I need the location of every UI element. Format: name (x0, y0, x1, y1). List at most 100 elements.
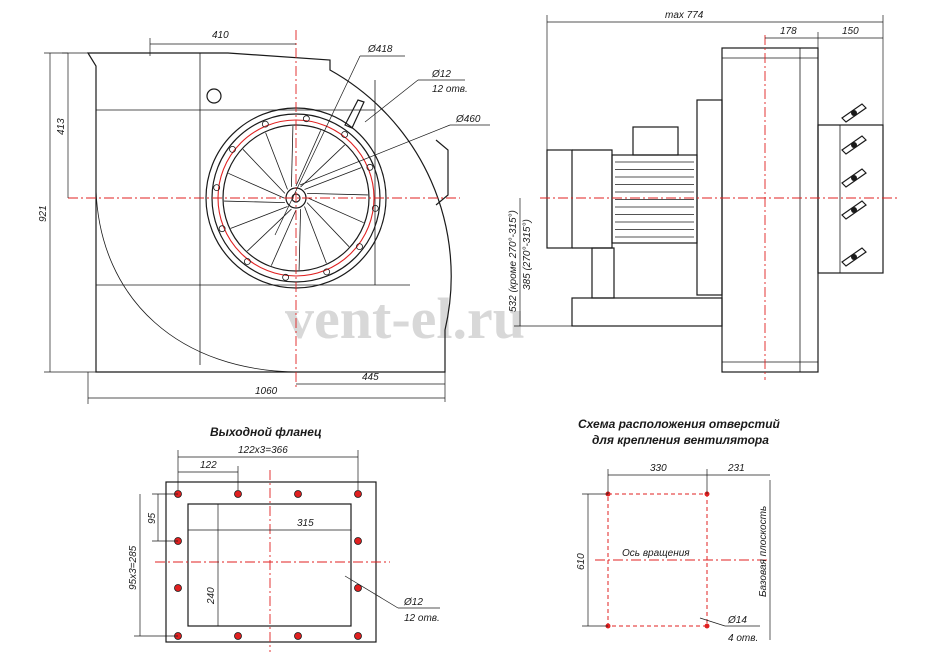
impeller-blade (230, 206, 288, 229)
flange-hole (234, 490, 242, 498)
damper-blade (841, 168, 867, 188)
damper-pivot (851, 207, 857, 213)
dia-12-label: Ø12 (431, 69, 451, 80)
damper-pivot (851, 142, 857, 148)
impeller-blade (307, 193, 368, 196)
dim-385-label: 385 (270°-315°) (522, 219, 533, 290)
dim-95-label: 95 (147, 512, 158, 524)
impeller-blade (265, 132, 288, 190)
watermark: vent-el.ru (285, 286, 525, 351)
inlet-bolt (366, 163, 374, 171)
fan-housing-outline (86, 52, 452, 373)
dim-413-label: 413 (56, 118, 67, 135)
flange-hole (354, 632, 362, 640)
inlet-bolt (229, 145, 236, 153)
dim-95x3-label: 95x3=285 (128, 545, 139, 590)
impeller-blade (307, 197, 364, 224)
damper-blade (841, 200, 867, 220)
flange-hole (354, 537, 362, 545)
impeller-blade (291, 126, 294, 187)
flange-title: Выходной фланец (210, 425, 322, 439)
axis-label: Ось вращения (622, 548, 690, 559)
damper-lever (344, 99, 365, 129)
mount-hole-4 (704, 623, 710, 629)
impeller-blade (306, 202, 350, 247)
scroll-housing (721, 47, 819, 373)
inlet-bolt (282, 273, 290, 281)
motor-body-rear (572, 149, 613, 249)
outlet-flange: Выходной фланец 122x3=366 122 95 95x3=28… (128, 425, 440, 652)
leader-460 (299, 124, 451, 186)
impeller-blade (304, 206, 327, 264)
flange-hole (294, 632, 302, 640)
dia-14-label: Ø14 (727, 615, 747, 626)
damper-blade (841, 135, 867, 155)
impeller-blade (224, 200, 285, 203)
flange-hole (354, 490, 362, 498)
damper-pivot (851, 110, 857, 116)
impeller-blade (295, 130, 322, 187)
mounting-title-line1: Схема расположения отверстий (578, 417, 781, 431)
inlet-bolt (371, 204, 379, 212)
dim-240-label: 240 (206, 587, 217, 605)
impeller-blade (228, 172, 285, 199)
dim-max-774-label: max 774 (665, 10, 704, 21)
inlet-bolt (213, 184, 221, 192)
inlet-bolt (243, 258, 251, 265)
dim-921-label: 921 (38, 205, 49, 222)
dim-315-label: 315 (297, 518, 314, 529)
mounting-title-line2: для крепления вентилятора (592, 433, 769, 447)
flange-holes (174, 490, 362, 640)
damper-blade (841, 103, 867, 123)
impeller-blade (304, 167, 362, 190)
dia-418-label: Ø418 (367, 44, 393, 55)
bearing-housing (696, 99, 723, 296)
dim-1060-label: 1060 (255, 386, 278, 397)
flange-opening (187, 503, 352, 627)
dim-445-label: 445 (362, 372, 379, 383)
damper-blades (841, 103, 867, 267)
inlet-bolts (213, 115, 379, 281)
base-plane-label: Базовая плоскость (758, 506, 769, 597)
inlet-bolt (341, 131, 349, 138)
inlet-bolt (302, 115, 310, 123)
inlet-bolt (323, 268, 331, 276)
mounting-scheme: Схема расположения отверстий для креплен… (576, 417, 781, 644)
dim-231-label: 231 (727, 463, 745, 474)
dim-122x3-label: 122x3=366 (238, 445, 288, 456)
scroll-curve (95, 189, 301, 373)
base-plate (571, 297, 723, 327)
damper-blade (841, 247, 867, 267)
dim-150-label: 150 (842, 26, 859, 37)
leader-418 (274, 55, 361, 236)
motor-cooling-fins (615, 161, 694, 238)
leader-12 (364, 79, 419, 123)
holes-4-label: 4 отв. (728, 633, 758, 644)
dim-410-label: 410 (212, 30, 229, 41)
dim-610-label: 610 (576, 553, 587, 570)
impeller-blade (242, 149, 286, 194)
damper-pivot (851, 175, 857, 181)
impeller-blades (224, 126, 368, 270)
flange-hole (294, 490, 302, 498)
terminal-box (632, 126, 679, 156)
motor-stand (591, 247, 615, 299)
flange-hole (354, 584, 362, 592)
holes-12-label: 12 отв. (432, 84, 468, 95)
inlet-damper-box (817, 124, 884, 274)
impeller-blade (270, 209, 297, 266)
dim-330-label: 330 (650, 463, 667, 474)
leader-flange-12 (344, 575, 399, 609)
dia-460-label: Ø460 (455, 114, 481, 125)
damper-pivot (851, 254, 857, 260)
side-view: max 774 178 150 532 (кроме 270°-315°) 38… (508, 10, 900, 380)
leader-14 (699, 617, 726, 627)
drain-port (206, 88, 222, 104)
inlet-bolt (218, 225, 226, 233)
impeller-blade (298, 209, 301, 270)
impeller-blade (247, 208, 292, 252)
flange-hole (234, 632, 242, 640)
impeller-blade (300, 144, 345, 188)
front-view: 410 413 921 445 1060 Ø418 Ø12 12 отв. Ø4… (38, 30, 490, 404)
inlet-bolt (356, 243, 363, 251)
